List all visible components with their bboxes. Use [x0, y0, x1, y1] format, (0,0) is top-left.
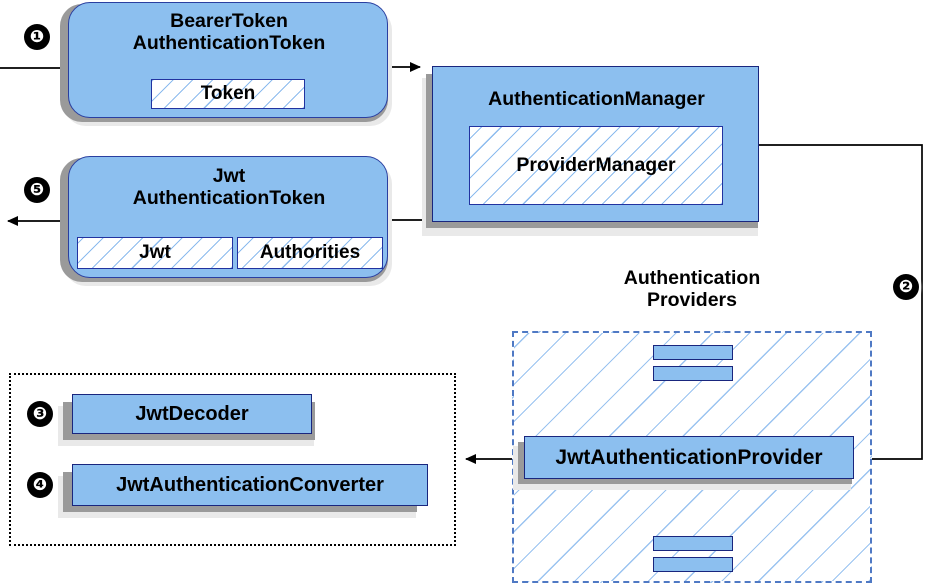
- authentication-manager-slot-provider-manager[interactable]: ProviderManager: [469, 126, 723, 205]
- jwt-token-slot-jwt[interactable]: Jwt: [77, 237, 233, 269]
- bearer-token-slot-token[interactable]: Token: [151, 79, 305, 109]
- bearer-token-slot-token-label: Token: [200, 83, 256, 104]
- jwt-collaborators-group: [9, 373, 456, 546]
- bearer-token-node[interactable]: BearerToken AuthenticationToken Token: [68, 2, 388, 118]
- bearer-token-title: BearerToken AuthenticationToken: [132, 10, 326, 54]
- provider-stack-bar-bottom-1: [653, 536, 733, 551]
- provider-stack-bar-top-2: [653, 366, 733, 381]
- jwt-token-node[interactable]: Jwt AuthenticationToken Jwt Authorities: [68, 156, 388, 278]
- jwt-token-slot-jwt-label: Jwt: [139, 242, 171, 263]
- jwt-token-title: Jwt AuthenticationToken: [132, 165, 326, 209]
- provider-manager-label: ProviderManager: [516, 154, 676, 176]
- jwt-decoder-label: JwtDecoder: [135, 402, 249, 425]
- jwt-token-slot-authorities[interactable]: Authorities: [237, 237, 383, 269]
- jwt-authentication-provider-label: JwtAuthenticationProvider: [555, 445, 823, 469]
- step-marker-4: ❹: [27, 472, 53, 498]
- step-marker-1: ❶: [24, 24, 50, 50]
- authentication-providers-title: Authentication Providers: [623, 267, 761, 311]
- provider-stack-bar-top-1: [653, 345, 733, 360]
- jwt-decoder-node[interactable]: JwtDecoder: [72, 394, 312, 434]
- jwt-authentication-provider-node[interactable]: JwtAuthenticationProvider: [524, 436, 854, 479]
- jwt-authentication-converter-node[interactable]: JwtAuthenticationConverter: [72, 464, 428, 506]
- jwt-token-slot-authorities-label: Authorities: [259, 242, 361, 263]
- jwt-authentication-converter-label: JwtAuthenticationConverter: [116, 473, 384, 496]
- authentication-manager-node[interactable]: AuthenticationManager ProviderManager: [432, 66, 759, 222]
- step-marker-3: ❸: [27, 401, 53, 427]
- step-marker-2: ❷: [893, 274, 919, 300]
- step-marker-5: ❺: [24, 177, 50, 203]
- authentication-manager-title: AuthenticationManager: [488, 88, 705, 110]
- provider-stack-bar-bottom-2: [653, 557, 733, 572]
